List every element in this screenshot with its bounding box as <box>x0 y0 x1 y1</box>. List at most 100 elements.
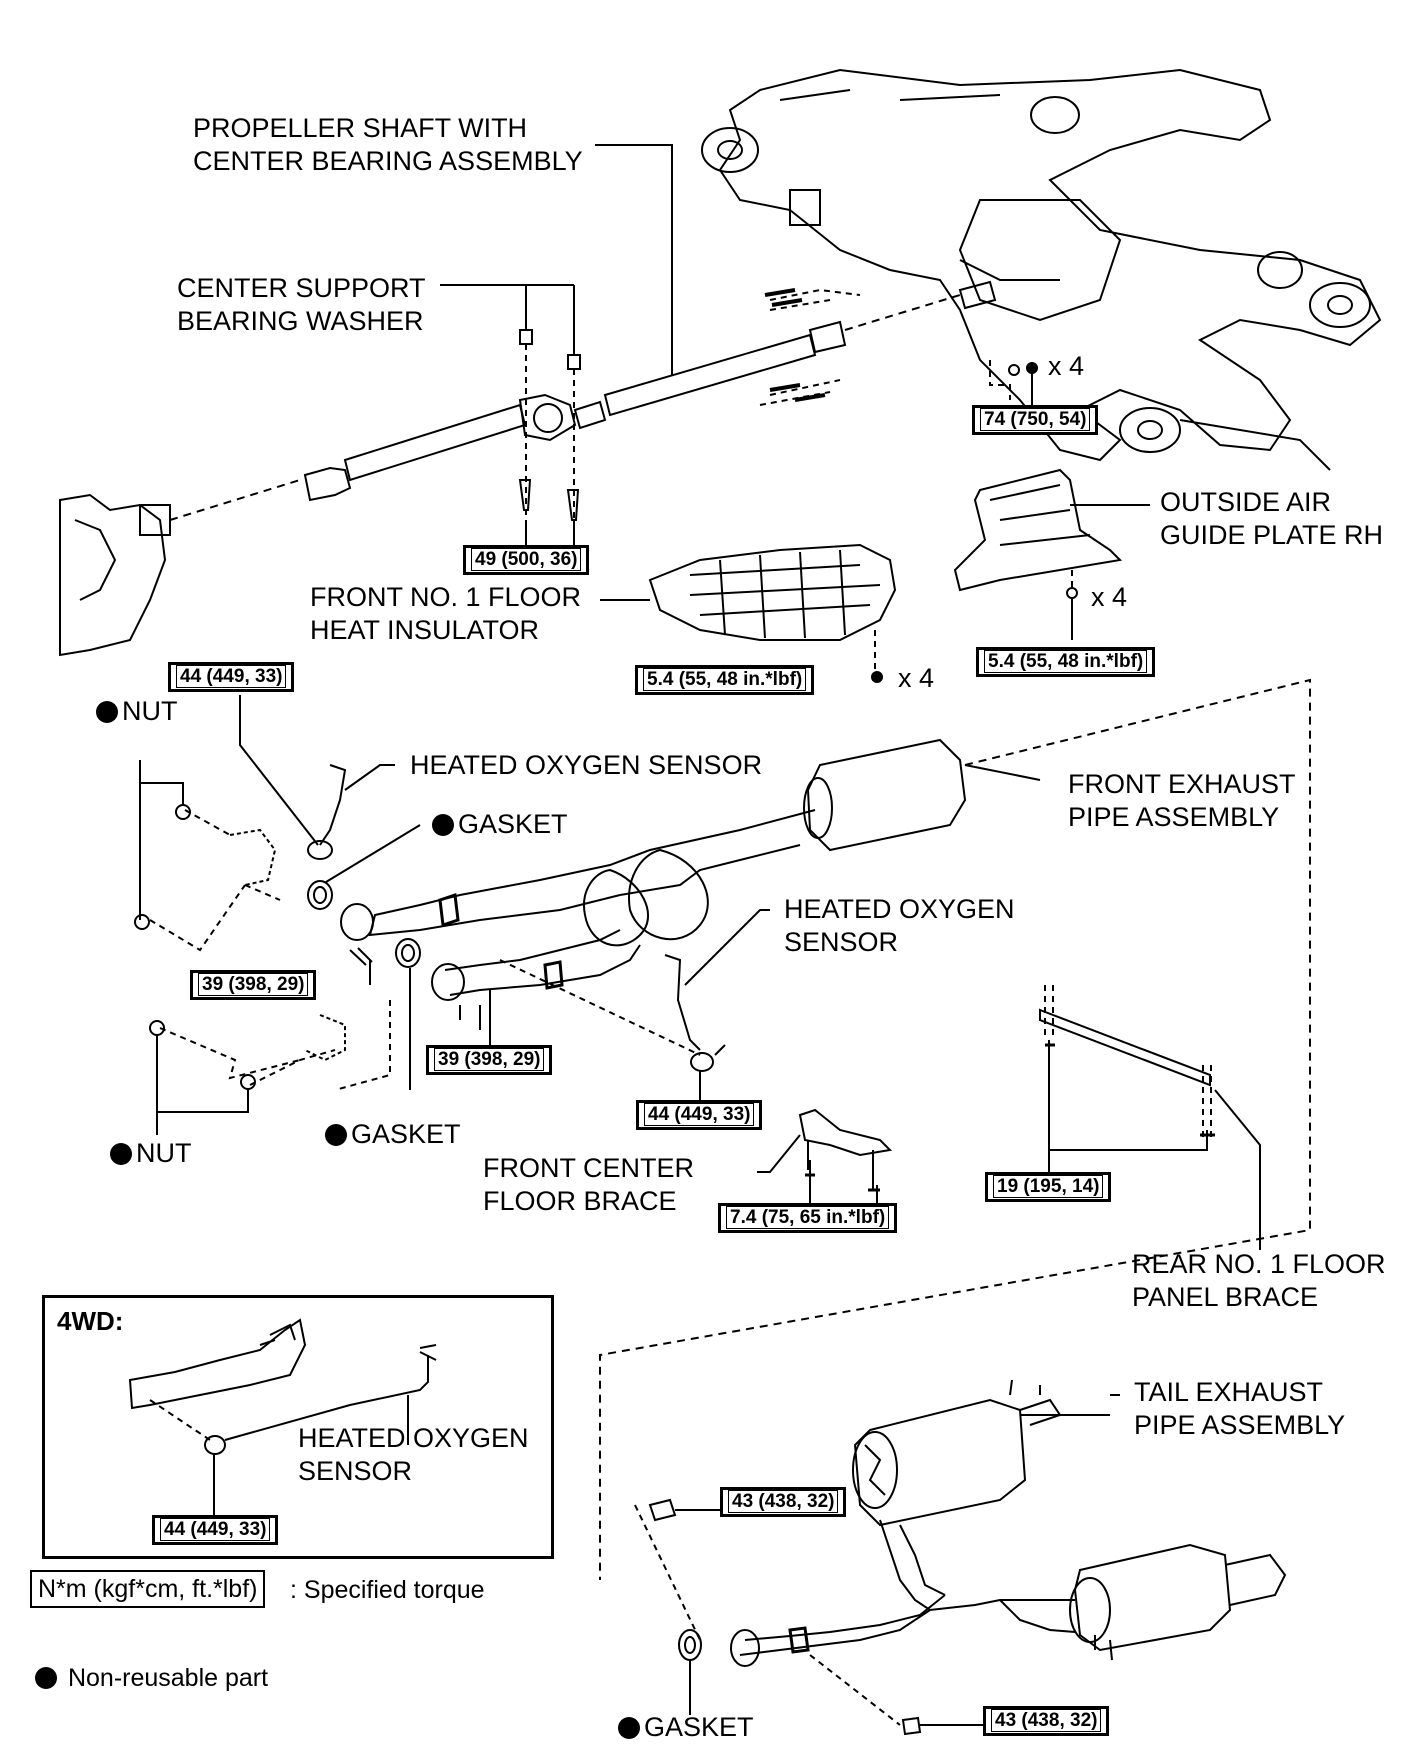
label-center-support-washer: CENTER SUPPORT BEARING WASHER <box>177 272 426 338</box>
nonreusable-dot-icon <box>618 1717 640 1739</box>
inset-4wd: 4WD: <box>42 1295 554 1559</box>
nonreusable-dot-icon <box>325 1124 347 1146</box>
front-center-brace <box>757 1108 893 1215</box>
bolts-39-a <box>349 947 373 985</box>
torque-5-4-text: 5.4 (55, 48 in.*lbf) <box>643 668 807 691</box>
torque-49: 49 (500, 36) <box>463 545 590 575</box>
label-gasket-tail: GASKET <box>618 1711 754 1744</box>
label-center-brace-line1: FRONT CENTER <box>483 1153 695 1183</box>
legend-nonreusable-text: Non-reusable part <box>67 1664 269 1692</box>
leader-propeller <box>595 144 673 375</box>
label-center-support-line2: BEARING WASHER <box>177 306 424 336</box>
gasket-parts <box>307 824 421 1090</box>
inset-title: 4WD: <box>57 1306 124 1336</box>
torque-7-4: 7.4 (75, 65 in.*lbf) <box>718 1203 898 1233</box>
o2-sensor-mid-part <box>499 909 770 1100</box>
label-front-center-brace: FRONT CENTER FLOOR BRACE <box>483 1152 694 1218</box>
tail-exhaust-pipe <box>634 1379 1287 1736</box>
label-propeller-shaft-line2: CENTER BEARING ASSEMBLY <box>193 146 583 176</box>
label-insulator-line2: HEAT INSULATOR <box>310 615 540 645</box>
label-tail-exhaust-line1: TAIL EXHAUST <box>1134 1377 1324 1407</box>
torque-44-text: 44 (449, 33) <box>176 665 287 688</box>
label-front-exhaust-line1: FRONT EXHAUST <box>1068 769 1296 799</box>
label-o2-sensor-upper: HEATED OXYGEN SENSOR <box>410 750 763 780</box>
label-center-brace-line2: FLOOR BRACE <box>483 1186 677 1216</box>
label-x4-guide: x 4 <box>1091 582 1128 612</box>
gasket-text: GASKET <box>644 1712 754 1742</box>
torque-19: 19 (195, 14) <box>985 1172 1112 1202</box>
torque-49-text: 49 (500, 36) <box>471 548 582 571</box>
o2-sensor-upper-part <box>239 695 395 860</box>
legend-torque-desc: : Specified torque <box>290 1576 485 1604</box>
torque-43-lower: 43 (438, 32) <box>983 1706 1110 1736</box>
gasket-text: GASKET <box>351 1119 461 1149</box>
label-gasket-upper: GASKET <box>432 808 568 841</box>
rear-suspension-member <box>701 68 1382 471</box>
front-exhaust-pipe <box>340 738 1041 1001</box>
label-heat-insulator: FRONT NO. 1 FLOOR HEAT INSULATOR <box>310 581 581 647</box>
torque-5-4-insulator: 5.4 (55, 48 in.*lbf) <box>635 665 815 695</box>
label-air-guide-line1: OUTSIDE AIR <box>1160 487 1332 517</box>
label-insulator-line1: FRONT NO. 1 FLOOR <box>310 582 582 612</box>
label-outside-air-guide: OUTSIDE AIR GUIDE PLATE RH <box>1160 486 1383 552</box>
tail-gasket <box>678 1629 702 1715</box>
torque-39-right: 39 (398, 29) <box>426 1045 553 1075</box>
nut-text: NUT <box>136 1138 192 1168</box>
torque-43-text: 43 (438, 32) <box>728 1490 839 1513</box>
legend-torque-box: N*m (kgf*cm, ft.*lbf) <box>30 1570 266 1608</box>
rear-floor-brace <box>1039 985 1261 1250</box>
label-o2-sensor-inset: HEATED OXYGEN SENSOR <box>298 1422 529 1488</box>
legend-torque-unit: N*m (kgf*cm, ft.*lbf) <box>38 1575 258 1603</box>
label-tail-exhaust-pipe: TAIL EXHAUST PIPE ASSEMBLY <box>1134 1376 1345 1442</box>
bolts-39-b <box>459 990 491 1050</box>
torque-44-mid: 44 (449, 33) <box>636 1100 763 1130</box>
label-air-guide-line2: GUIDE PLATE RH <box>1160 520 1384 550</box>
label-rear-floor-brace: REAR NO. 1 FLOOR PANEL BRACE <box>1132 1248 1386 1314</box>
torque-43-upper: 43 (438, 32) <box>720 1487 847 1517</box>
label-propeller-shaft: PROPELLER SHAFT WITH CENTER BEARING ASSE… <box>193 112 583 178</box>
torque-43-text: 43 (438, 32) <box>991 1709 1102 1732</box>
label-o2-inset-line2: SENSOR <box>298 1456 413 1486</box>
label-center-support-line1: CENTER SUPPORT <box>177 273 426 303</box>
label-rear-brace-line2: PANEL BRACE <box>1132 1282 1319 1312</box>
label-o2-mid-line1: HEATED OXYGEN <box>784 894 1015 924</box>
torque-44-text: 44 (449, 33) <box>644 1103 755 1126</box>
gasket-text: GASKET <box>458 809 568 839</box>
label-nut-lower: NUT <box>110 1137 192 1170</box>
nonreusable-dot-icon <box>110 1143 132 1165</box>
torque-39-text: 39 (398, 29) <box>434 1048 545 1071</box>
torque-44-inset: 44 (449, 33) <box>152 1515 279 1545</box>
torque-39-text: 39 (398, 29) <box>198 973 309 996</box>
center-bearing-hardware <box>440 284 581 549</box>
label-tail-exhaust-line2: PIPE ASSEMBLY <box>1134 1410 1346 1440</box>
label-o2-inset-line1: HEATED OXYGEN <box>298 1423 529 1453</box>
torque-7-4-text: 7.4 (75, 65 in.*lbf) <box>726 1206 890 1229</box>
dashed-boundary <box>599 678 1311 1580</box>
label-x4-diff: x 4 <box>1048 351 1085 381</box>
label-rear-brace-line1: REAR NO. 1 FLOOR <box>1132 1249 1386 1279</box>
torque-74-text: 74 (750, 54) <box>980 408 1091 431</box>
label-o2-mid-line2: SENSOR <box>784 927 899 957</box>
legend-nonreusable: Non-reusable part <box>35 1662 268 1695</box>
torque-5-4-guide: 5.4 (55, 48 in.*lbf) <box>976 647 1156 677</box>
manifold-lower <box>149 1000 391 1135</box>
transmission <box>59 493 171 657</box>
torque-44-upper: 44 (449, 33) <box>168 662 295 692</box>
label-o2-sensor-mid: HEATED OXYGEN SENSOR <box>784 893 1015 959</box>
label-gasket-lower: GASKET <box>325 1118 461 1151</box>
label-propeller-shaft-line1: PROPELLER SHAFT WITH <box>193 113 528 143</box>
heat-insulator <box>600 543 897 683</box>
label-front-exhaust-line2: PIPE ASSEMBLY <box>1068 802 1280 832</box>
nut-text: NUT <box>122 696 178 726</box>
nonreusable-dot-icon <box>432 814 454 836</box>
label-nut-upper: NUT <box>96 695 178 728</box>
nonreusable-dot-icon <box>96 701 118 723</box>
torque-5-4-text: 5.4 (55, 48 in.*lbf) <box>984 650 1148 673</box>
torque-39-left: 39 (398, 29) <box>190 970 317 1000</box>
nonreusable-dot-icon <box>35 1667 57 1689</box>
torque-74: 74 (750, 54) <box>972 405 1099 435</box>
manifold-upper <box>134 760 281 952</box>
torque-44-text: 44 (449, 33) <box>160 1518 271 1541</box>
torque-19-text: 19 (195, 14) <box>993 1175 1104 1198</box>
